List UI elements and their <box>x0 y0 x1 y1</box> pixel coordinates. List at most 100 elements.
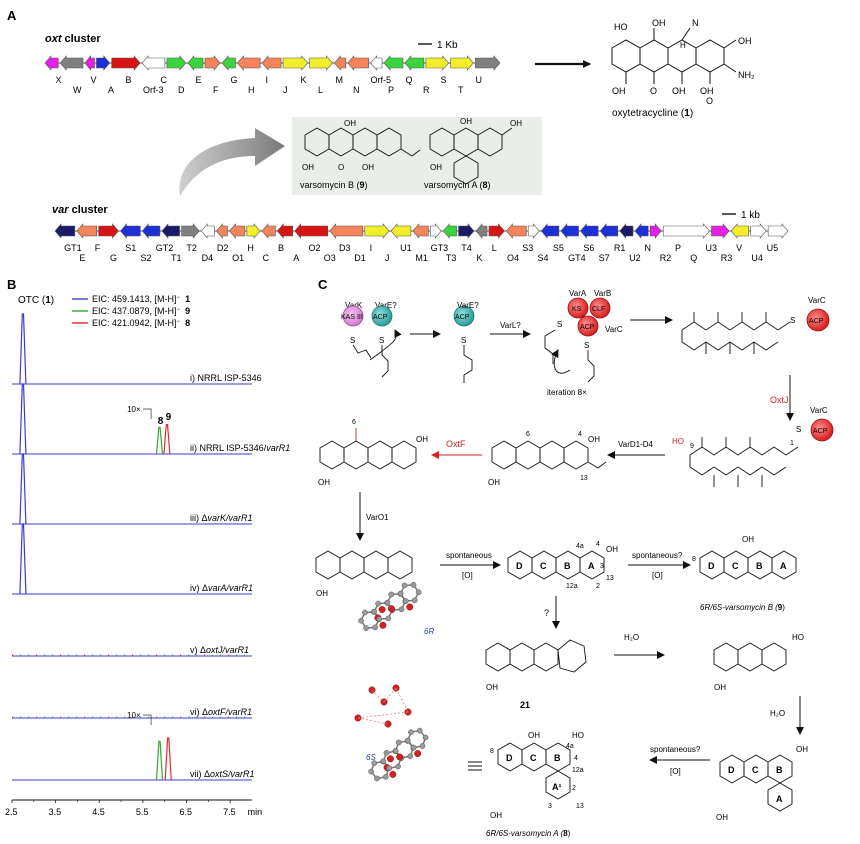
num-12a-2: 12a <box>572 767 584 774</box>
var-gene-label: U5 <box>767 243 779 253</box>
vbf-oh: OH <box>742 535 754 544</box>
noise-mark <box>139 716 142 719</box>
ortep-hbond <box>357 717 389 725</box>
enz-acp-3: ACP <box>580 324 595 331</box>
num-12a-1: 12a <box>566 583 578 590</box>
oxt-gene-label: F <box>213 85 219 95</box>
hydrolysed-intermediate <box>713 642 787 672</box>
noise-mark <box>19 654 22 657</box>
var-scale-label: 1 kb <box>741 210 760 221</box>
ortep-carbon <box>407 753 414 760</box>
s-2: S <box>379 336 384 345</box>
enz-acp-1: ACP <box>373 314 388 321</box>
noise-mark <box>235 654 238 657</box>
h2o-1: H₂O <box>624 633 639 642</box>
ortep-carbon <box>397 590 404 597</box>
var-gene-label: D2 <box>217 243 229 253</box>
enz-varl: VarL? <box>500 321 521 330</box>
var-gene-label: J <box>385 253 390 263</box>
noise-mark <box>75 716 78 719</box>
var-gene-label: O2 <box>308 243 320 253</box>
otc-ho: HO <box>614 22 628 32</box>
var-gene-arrow <box>246 223 261 239</box>
noise-mark <box>155 716 158 719</box>
ring-c-3: C <box>752 765 759 775</box>
polyketide-chain-1 <box>681 312 791 354</box>
var-gene-arrow <box>76 223 97 239</box>
ortep-carbon <box>372 624 378 631</box>
noise-mark <box>179 654 182 657</box>
var-gene-label: D1 <box>354 253 366 263</box>
int2-oh-1: OH <box>318 478 330 487</box>
otc-oh-top: OH <box>652 18 666 28</box>
num-13-d: 13 <box>576 803 584 810</box>
var-gene-label: C <box>263 253 270 263</box>
noise-mark <box>99 716 102 719</box>
oxt-gene-arrow <box>347 55 369 71</box>
trace-label: vi) ΔoxtF/varR1 <box>190 707 252 717</box>
ortep-carbon <box>408 729 414 736</box>
x-tick-label: 5.5 <box>136 807 149 817</box>
oxt-scale-label: 1 Kb <box>437 40 458 51</box>
ortep-carbon <box>395 763 401 770</box>
var-gene-arrow <box>458 223 475 239</box>
enz-acp-2: ACP <box>455 314 470 321</box>
va-oh-top: OH <box>460 117 472 126</box>
otc-peak-label: OTC (1) <box>18 295 54 306</box>
ortep-carbon <box>405 737 411 744</box>
num-4a-2: 4a <box>566 743 574 750</box>
enz-varb: VarB <box>594 289 611 298</box>
enz-varc-1: VarC <box>605 325 623 334</box>
polyketide-chain-2 <box>689 437 799 487</box>
var-gene-label: S4 <box>538 253 549 263</box>
ortep-carbon <box>402 598 409 604</box>
ortep-oxygen <box>379 621 387 629</box>
var-gene-arrow <box>599 223 619 239</box>
vap-oh-1: OH <box>716 813 728 822</box>
var-gene-label: U2 <box>629 253 641 263</box>
var-gene-arrow <box>261 223 276 239</box>
legend-entry: EIC: 421.0942, [M-H]−8 <box>92 318 190 328</box>
oxt-gene-label: L <box>318 85 323 95</box>
otc-oh-right: OH <box>738 36 752 46</box>
varsomycin-b-structure <box>304 127 421 157</box>
panel-label-c: C <box>318 277 328 292</box>
noise-mark <box>243 716 246 719</box>
num-4-c: 4 <box>596 541 600 548</box>
oxt-gene-label: G <box>231 75 238 85</box>
noise-mark <box>51 654 54 657</box>
oxt-gene-label: M <box>336 75 344 85</box>
acp-ball-2 <box>453 305 475 327</box>
oxt-gene-arrow <box>261 55 282 71</box>
curved-arrow-1 <box>369 329 402 361</box>
ring-b-4: B <box>554 753 561 763</box>
ring-c-4: C <box>530 753 537 763</box>
trace-label: iii) ΔvarK/varR1 <box>190 513 253 523</box>
num-4-a: 4 <box>578 431 582 438</box>
crystal-structure-ortep <box>354 581 429 782</box>
trace-label: v) ΔoxtJ/varR1 <box>190 645 249 655</box>
oxt-gene-arrow <box>221 55 236 71</box>
zoom-label: 10× <box>127 405 141 414</box>
oxt-gene-label: S <box>441 75 447 85</box>
var-gene-label: R1 <box>614 243 626 253</box>
var-gene-label: S3 <box>522 243 533 253</box>
var-gene-label: U3 <box>706 243 718 253</box>
noise-mark <box>179 716 182 719</box>
var-gene-arrow <box>750 223 767 239</box>
noise-mark <box>187 654 190 657</box>
var-gene-arrow <box>711 223 730 239</box>
vaf-oh: OH <box>528 731 540 740</box>
curved-arrow-2 <box>551 349 571 374</box>
oxt-gene-arrow <box>309 55 333 71</box>
oxt-gene-arrow <box>282 55 309 71</box>
chromatogram-peak <box>163 424 171 455</box>
ring-b-1: B <box>564 561 571 571</box>
tetracyclic-intermediate-3 <box>315 550 413 580</box>
enz-acp-4: ACP <box>809 318 824 325</box>
ortep-oxygen <box>384 720 392 728</box>
num-2-2: 2 <box>572 785 576 792</box>
panel-label-b: B <box>7 277 16 292</box>
